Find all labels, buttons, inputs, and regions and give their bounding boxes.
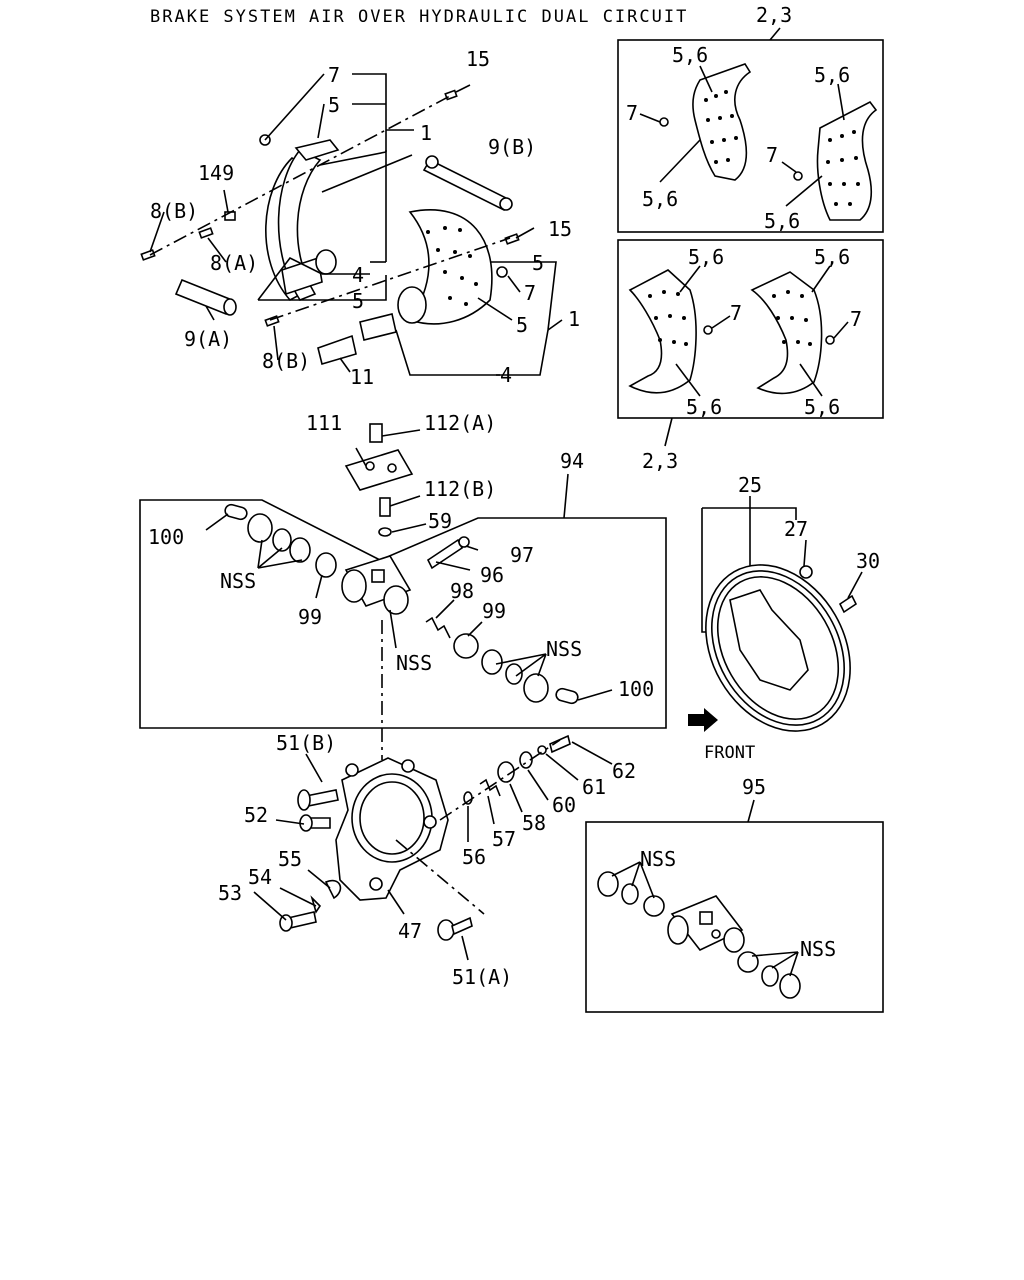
callout-59: 59 (428, 509, 452, 533)
callout-47: 47 (398, 919, 422, 943)
callout-7-right: 7 (524, 281, 536, 305)
lining-pads-upper (659, 63, 878, 221)
callout-95: 95 (742, 775, 766, 799)
callout-5: 5 (328, 93, 340, 117)
callout-51b: 51(B) (276, 731, 336, 755)
callout-5-6-f: 5,6 (814, 245, 850, 269)
diagram-title: BRAKE SYSTEM AIR OVER HYDRAULIC DUAL CIR… (150, 7, 688, 27)
callout-25: 25 (738, 473, 762, 497)
callout-15-right: 15 (548, 217, 572, 241)
callout-61: 61 (582, 775, 606, 799)
callout-5-6-a: 5,6 (672, 43, 708, 67)
callout-2-3-top: 2,3 (756, 3, 792, 27)
front-label: FRONT (704, 743, 755, 763)
callout-8a: 8(A) (210, 251, 258, 275)
callout-52: 52 (244, 803, 268, 827)
callout-nss-right: NSS (546, 637, 582, 661)
callout-111: 111 (306, 411, 342, 435)
callout-9a: 9(A) (184, 327, 232, 351)
callout-5-6-b: 5,6 (642, 187, 678, 211)
anchor-bracket-assembly (253, 734, 613, 961)
callout-56: 56 (462, 845, 486, 869)
callout-54: 54 (248, 865, 272, 889)
callout-99-left: 99 (298, 605, 322, 629)
callout-5-6-h: 5,6 (804, 395, 840, 419)
lining-pads-lower (628, 269, 835, 395)
callout-4-right: 4 (500, 363, 512, 387)
repair-kit-box (585, 821, 884, 1013)
callout-nss-kit-bottom: NSS (800, 937, 836, 961)
callout-5-6-g: 5,6 (686, 395, 722, 419)
callout-1: 1 (420, 121, 432, 145)
callout-5-lower: 5 (352, 289, 364, 313)
callout-7-c: 7 (730, 301, 742, 325)
callout-98: 98 (450, 579, 474, 603)
front-arrow-icon (688, 708, 718, 732)
callout-7-a: 7 (626, 101, 638, 125)
callout-5-6-e: 5,6 (688, 245, 724, 269)
wheel-cylinder-assembly (139, 423, 667, 760)
callout-94: 94 (560, 449, 584, 473)
callout-11: 11 (350, 365, 374, 389)
callout-112b: 112(B) (424, 477, 496, 501)
callout-5-right: 5 (532, 251, 544, 275)
callout-9b: 9(B) (488, 135, 536, 159)
lining-rivet-holes (426, 226, 478, 306)
callout-100-left: 100 (148, 525, 184, 549)
callout-7: 7 (328, 63, 340, 87)
callout-100-right: 100 (618, 677, 654, 701)
backing-plate-assembly (701, 496, 863, 732)
callout-nss-kit-top: NSS (640, 847, 676, 871)
callout-60: 60 (552, 793, 576, 817)
callout-nss-body: NSS (396, 651, 432, 675)
callout-99-right: 99 (482, 599, 506, 623)
callout-149: 149 (198, 161, 234, 185)
callout-58: 58 (522, 811, 546, 835)
callout-4: 4 (352, 263, 364, 287)
callout-8b-bottom: 8(B) (262, 349, 310, 373)
callout-2-3-bottom: 2,3 (642, 449, 678, 473)
callout-nss-left: NSS (220, 569, 256, 593)
callout-7-b: 7 (766, 143, 778, 167)
callout-5-6-d: 5,6 (764, 209, 800, 233)
repair-kit-parts (597, 861, 801, 999)
callout-1-right: 1 (568, 307, 580, 331)
callout-96: 96 (480, 563, 504, 587)
callout-97: 97 (510, 543, 534, 567)
callout-30: 30 (856, 549, 880, 573)
callout-51a: 51(A) (452, 965, 512, 989)
callout-27: 27 (784, 517, 808, 541)
callout-5-right-lower: 5 (516, 313, 528, 337)
lining-kit-box-lower (617, 239, 884, 419)
callout-53: 53 (218, 881, 242, 905)
callout-112a: 112(A) (424, 411, 496, 435)
callout-55: 55 (278, 847, 302, 871)
lining-kit-box-upper (617, 39, 884, 233)
callout-8b-top: 8(B) (150, 199, 198, 223)
brake-shoe-assembly-left (140, 73, 563, 376)
callout-57: 57 (492, 827, 516, 851)
callout-15: 15 (466, 47, 490, 71)
callout-5-6-c: 5,6 (814, 63, 850, 87)
callout-7-d: 7 (850, 307, 862, 331)
callout-62: 62 (612, 759, 636, 783)
